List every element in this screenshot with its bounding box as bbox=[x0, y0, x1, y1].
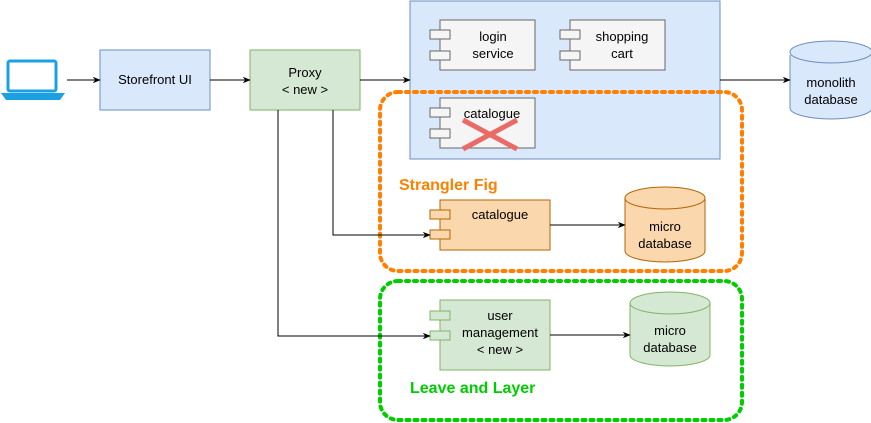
proxy-label: Proxy bbox=[288, 65, 322, 80]
catalogue-old-label: catalogue bbox=[464, 106, 520, 121]
shopping-cart-component[interactable]: shopping cart bbox=[559, 19, 666, 71]
catalogue-old-component[interactable]: catalogue bbox=[429, 97, 536, 152]
storefront-ui-box[interactable]: Storefront UI bbox=[99, 49, 211, 111]
login-service-component[interactable]: login service bbox=[429, 19, 536, 71]
micro-database-orange-label-line2: database bbox=[638, 236, 692, 251]
monolith-database[interactable]: monolith database bbox=[789, 40, 871, 120]
monolith-database-label-line2: database bbox=[804, 92, 858, 107]
catalogue-new-component[interactable]: catalogue bbox=[429, 199, 551, 251]
strangler-fig-label: Strangler Fig bbox=[399, 177, 498, 194]
proxy-box[interactable]: Proxy < new > bbox=[249, 49, 361, 111]
removed-cross-icon bbox=[461, 117, 519, 152]
shopping-cart-label-line2: cart bbox=[611, 46, 633, 61]
login-service-label-line1: login bbox=[479, 29, 506, 44]
connectors bbox=[67, 76, 791, 340]
leave-and-layer-label: Leave and Layer bbox=[410, 380, 535, 397]
micro-database-green[interactable]: micro database bbox=[629, 291, 711, 367]
leave-and-layer-group: Leave and Layer bbox=[378, 279, 744, 422]
micro-database-orange-label-line1: micro bbox=[649, 219, 681, 234]
user-management-label-line1: user bbox=[487, 308, 513, 323]
laptop-icon bbox=[1, 59, 65, 100]
user-management-label-line2: management bbox=[462, 325, 538, 340]
edge-proxy-to-catalogue bbox=[332, 110, 431, 239]
micro-database-orange[interactable]: micro database bbox=[624, 186, 706, 263]
login-service-label-line2: service bbox=[472, 46, 513, 61]
proxy-new-tag: < new > bbox=[282, 82, 328, 97]
micro-database-green-label-line1: micro bbox=[654, 323, 686, 338]
strangler-fig-group: Strangler Fig bbox=[378, 90, 744, 273]
user-management-new-tag: < new > bbox=[477, 342, 523, 357]
user-management-component[interactable]: user management < new > bbox=[429, 299, 551, 371]
micro-database-green-label-line2: database bbox=[643, 340, 697, 355]
catalogue-new-label: catalogue bbox=[472, 207, 528, 222]
monolith-database-label-line1: monolith bbox=[806, 75, 855, 90]
edge-proxy-to-user-management bbox=[277, 110, 431, 340]
storefront-ui-label: Storefront UI bbox=[118, 72, 192, 87]
shopping-cart-label-line1: shopping bbox=[596, 29, 649, 44]
